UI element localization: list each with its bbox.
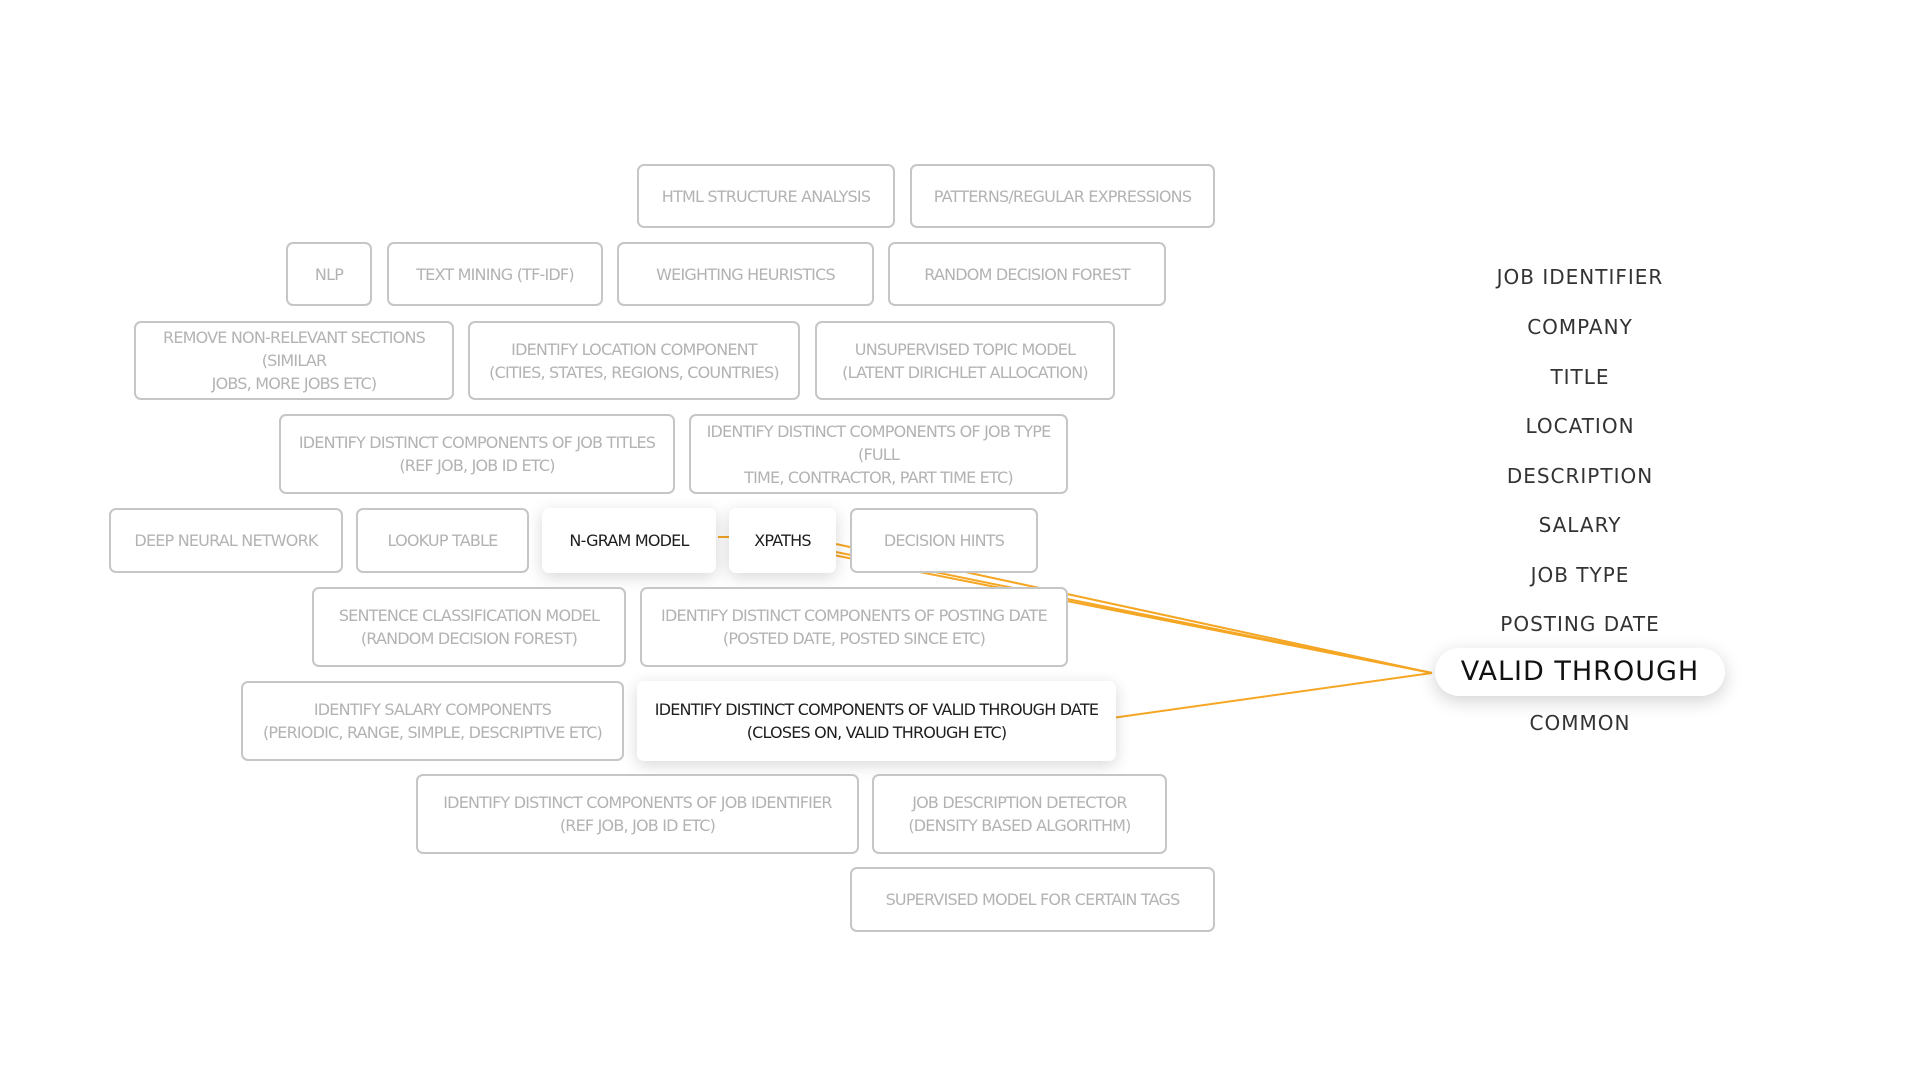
technique-posting-date-components: IDENTIFY DISTINCT COMPONENTS OF POSTING …	[640, 587, 1068, 667]
technique-html-structure-analysis: HTML STRUCTURE ANALYSIS	[637, 164, 895, 228]
technique-random-decision-forest: RANDOM DECISION FOREST	[888, 242, 1166, 306]
technique-nlp: NLP	[286, 242, 372, 306]
technique-weighting-heuristics: WEIGHTING HEURISTICS	[617, 242, 874, 306]
connector-valid-through-box-to-category	[1111, 672, 1433, 719]
technique-identify-location-component: IDENTIFY LOCATION COMPONENT (CITIES, STA…	[468, 321, 800, 400]
category-salary[interactable]: SALARY	[1538, 513, 1622, 537]
category-posting-date[interactable]: POSTING DATE	[1500, 612, 1660, 636]
category-valid-through-selected[interactable]: VALID THROUGH	[1435, 648, 1725, 696]
category-location[interactable]: LOCATION	[1525, 414, 1635, 438]
technique-patterns-regular-expressions: PATTERNS/REGULAR EXPRESSIONS	[910, 164, 1215, 228]
technique-deep-neural-network: DEEP NEURAL NETWORK	[109, 508, 343, 573]
technique-unsupervised-topic-model: UNSUPERVISED TOPIC MODEL (LATENT DIRICHL…	[815, 321, 1115, 400]
technique-valid-through-components: IDENTIFY DISTINCT COMPONENTS OF VALID TH…	[637, 681, 1116, 761]
technique-job-description-detector: JOB DESCRIPTION DETECTOR (DENSITY BASED …	[872, 774, 1167, 854]
technique-xpaths: XPATHS	[729, 508, 836, 573]
technique-text-mining: TEXT MINING (TF-IDF)	[387, 242, 603, 306]
category-common[interactable]: COMMON	[1529, 711, 1631, 735]
technique-job-identifier-components: IDENTIFY DISTINCT COMPONENTS OF JOB IDEN…	[416, 774, 859, 854]
technique-sentence-classification-model: SENTENCE CLASSIFICATION MODEL (RANDOM DE…	[312, 587, 626, 667]
technique-salary-components: IDENTIFY SALARY COMPONENTS (PERIODIC, RA…	[241, 681, 624, 761]
technique-lookup-table: LOOKUP TABLE	[356, 508, 529, 573]
technique-job-type-components: IDENTIFY DISTINCT COMPONENTS OF JOB TYPE…	[689, 414, 1068, 494]
category-job-type[interactable]: JOB TYPE	[1530, 563, 1630, 587]
technique-job-title-components: IDENTIFY DISTINCT COMPONENTS OF JOB TITL…	[279, 414, 675, 494]
technique-decision-hints: DECISION HINTS	[850, 508, 1038, 573]
technique-n-gram-model: N-GRAM MODEL	[542, 508, 716, 573]
technique-remove-non-relevant-sections: REMOVE NON-RELEVANT SECTIONS (SIMILAR JO…	[134, 321, 454, 400]
category-company[interactable]: COMPANY	[1527, 315, 1633, 339]
category-job-identifier[interactable]: JOB IDENTIFIER	[1496, 265, 1664, 289]
technique-supervised-model: SUPERVISED MODEL FOR CERTAIN TAGS	[850, 867, 1215, 932]
category-description[interactable]: DESCRIPTION	[1506, 464, 1654, 488]
category-title[interactable]: TITLE	[1550, 365, 1610, 389]
